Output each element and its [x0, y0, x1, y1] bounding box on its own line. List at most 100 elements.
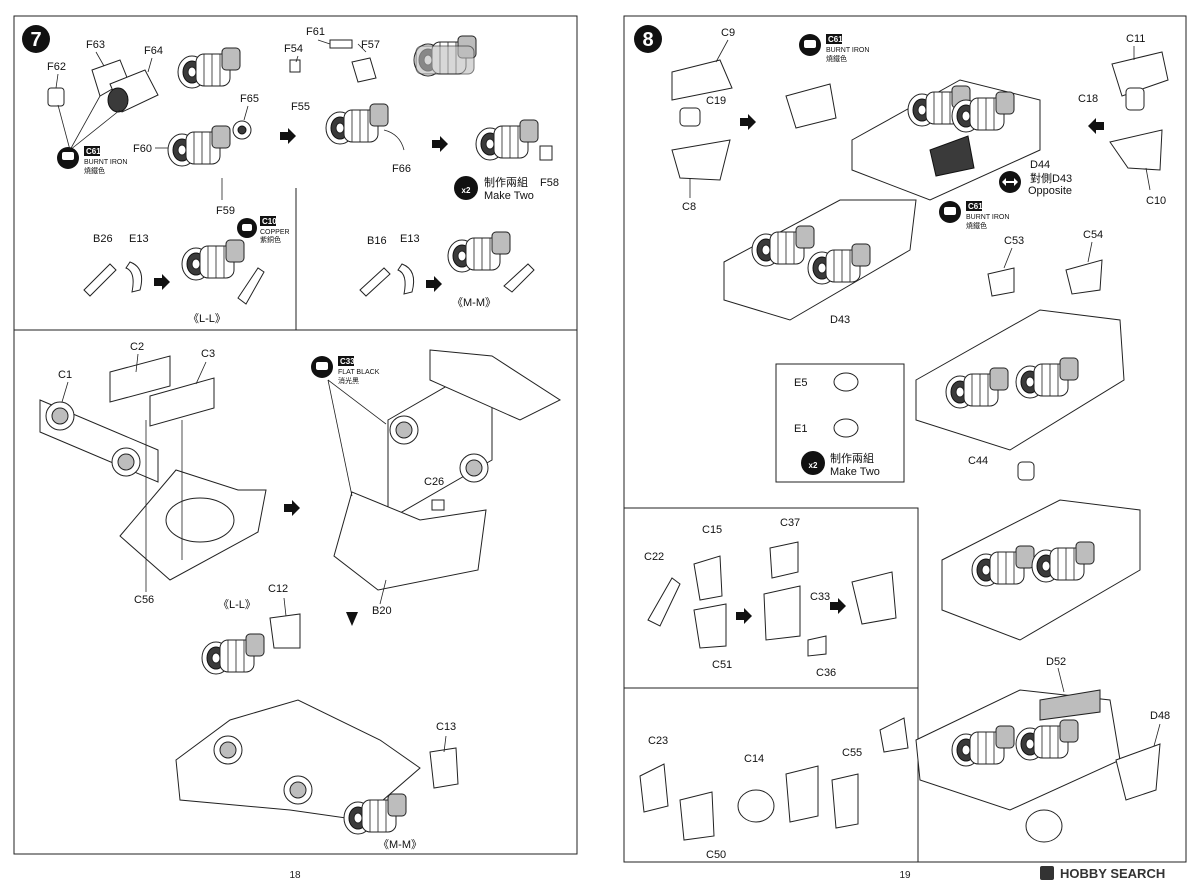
step-number: 7	[30, 29, 41, 51]
paint-callout-c33: C33 FLAT BLACK 消光黑	[311, 356, 380, 385]
engine-assembly-b: F61 F54 F57 F55 F66	[284, 26, 411, 175]
make-two-badge: x2 制作兩組 Make Two	[454, 176, 534, 202]
subassembly-box-2	[623, 687, 919, 863]
variant-mm-label: 《M-M》	[378, 838, 422, 851]
variant-ll-label: 《L-L》	[188, 312, 226, 325]
svg-text:燒鐵色: 燒鐵色	[826, 54, 847, 63]
variant-mm: B16 E13 《M-M》	[359, 231, 535, 309]
part-e5	[833, 372, 859, 392]
label-c1: C1	[58, 369, 72, 381]
page-number: 18	[289, 870, 301, 881]
svg-text:BURNT IRON: BURNT IRON	[826, 47, 869, 54]
label-c53: C53	[1004, 235, 1024, 247]
chassis-bottom: D52 D48	[879, 499, 1170, 843]
label-c44: C44	[968, 455, 988, 467]
paint-code: C61	[86, 147, 101, 156]
label-e5: E5	[794, 377, 807, 389]
chassis-engines-assembly: 《L-L》 C12 C13 《M-M》	[175, 583, 459, 851]
label-c9: C9	[721, 27, 735, 39]
part-e13	[125, 261, 143, 293]
variant-ll: B26 E13 《L-L》 C10 COPPER 紫銅色	[83, 216, 290, 325]
paint-callout-c61-a: C61 BURNT IRON 燒鐵色	[785, 34, 869, 129]
label-d43-opposite-cn: 對側D43	[1030, 171, 1072, 185]
make-two-cn: 制作兩組	[484, 176, 528, 189]
exhaust-subassembly: F62 F63 F64	[47, 39, 163, 151]
label-c26: C26	[424, 476, 444, 488]
part-c26	[431, 499, 445, 511]
label-c33: C33	[810, 591, 830, 603]
hobby-search-watermark: HOBBY SEARCH	[1040, 866, 1165, 881]
label-b16: B16	[367, 235, 387, 247]
label-c55: C55	[842, 747, 862, 759]
label-c36: C36	[816, 667, 836, 679]
step-number: 8	[642, 29, 653, 51]
chassis-assembly: C1 C2 C3 C56	[39, 341, 300, 606]
label-c23: C23	[648, 735, 668, 747]
part-c13	[429, 747, 459, 789]
subassembly-c14: C23 C14 C55 C50	[639, 735, 862, 861]
label-f61: F61	[306, 26, 325, 38]
completed-engine-top	[413, 35, 477, 77]
engine-assembly-a: F65 F60 F59	[133, 93, 259, 217]
chassis-top: D44 對側D43 Opposite	[851, 79, 1072, 201]
make-two-cn: 制作兩組	[830, 452, 874, 465]
part-b26	[83, 263, 117, 297]
right-page: 8 C9 C19 C8 C61 BURNT IRON 燒鐵色	[623, 15, 1187, 881]
variant-ll-label: 《L-L》	[218, 598, 256, 611]
label-c8: C8	[682, 201, 696, 213]
label-f60: F60	[133, 143, 152, 155]
step-arrow	[432, 136, 448, 152]
paint-callout-c61: C61 BURNT IRON 燒鐵色	[57, 146, 127, 175]
left-page-frame	[13, 15, 578, 855]
label-f57: F57	[361, 39, 380, 51]
part-c8	[671, 139, 731, 181]
svg-text:消光黑: 消光黑	[338, 376, 359, 385]
paint-name-cn: 燒鐵色	[84, 166, 105, 175]
label-opposite: Opposite	[1028, 185, 1072, 197]
part-e13	[397, 263, 415, 295]
label-f63: F63	[86, 39, 105, 51]
label-f55: F55	[291, 101, 310, 113]
make-two-en: Make Two	[830, 466, 880, 478]
label-c22: C22	[644, 551, 664, 563]
label-c56: C56	[134, 594, 154, 606]
paint-name: BURNT IRON	[84, 159, 127, 166]
svg-text:x2: x2	[809, 461, 818, 470]
label-c15: C15	[702, 524, 722, 536]
watermark-text: HOBBY SEARCH	[1060, 866, 1165, 881]
svg-text:C10: C10	[262, 217, 277, 226]
svg-text:C33: C33	[340, 357, 355, 366]
subassembly-c15: C15 C22 C37 C33 C51 C36	[644, 517, 897, 679]
svg-text:FLAT BLACK: FLAT BLACK	[338, 369, 380, 376]
part-e1	[833, 418, 859, 438]
svg-text:燒鐵色: 燒鐵色	[966, 221, 987, 230]
page-number: 19	[899, 870, 911, 881]
engine-assembly-c: F58	[475, 119, 559, 189]
intake-right: C11 C18 C10	[1078, 33, 1169, 207]
engine-ll	[181, 239, 245, 281]
left-page: 7 F62 F63 F64 C61 BURNT IRON 燒鐵色	[13, 15, 578, 881]
make-two-en: Make Two	[484, 190, 534, 202]
part-d48	[1115, 743, 1161, 801]
label-c51: C51	[712, 659, 732, 671]
part-c3	[149, 377, 215, 427]
label-c2: C2	[130, 341, 144, 353]
label-f58: F58	[540, 177, 559, 189]
part-c18	[1125, 87, 1145, 111]
label-f65: F65	[240, 93, 259, 105]
part-c53	[987, 267, 1015, 297]
chassis-c44: C44	[915, 309, 1125, 481]
part-c2	[109, 355, 171, 403]
paint-callout-c61-b: C61 BURNT IRON 燒鐵色	[939, 201, 1009, 230]
paint-callout-c10: C10 COPPER 紫銅色	[237, 216, 290, 244]
svg-text:紫銅色: 紫銅色	[260, 235, 281, 244]
part-c11	[1111, 51, 1169, 97]
label-f59: F59	[216, 205, 235, 217]
intake-left: C9 C19 C8	[671, 27, 756, 213]
label-c13: C13	[436, 721, 456, 733]
label-c19: C19	[706, 95, 726, 107]
label-f66: F66	[392, 163, 411, 175]
svg-text:COPPER: COPPER	[260, 229, 290, 236]
label-d52: D52	[1046, 656, 1066, 668]
